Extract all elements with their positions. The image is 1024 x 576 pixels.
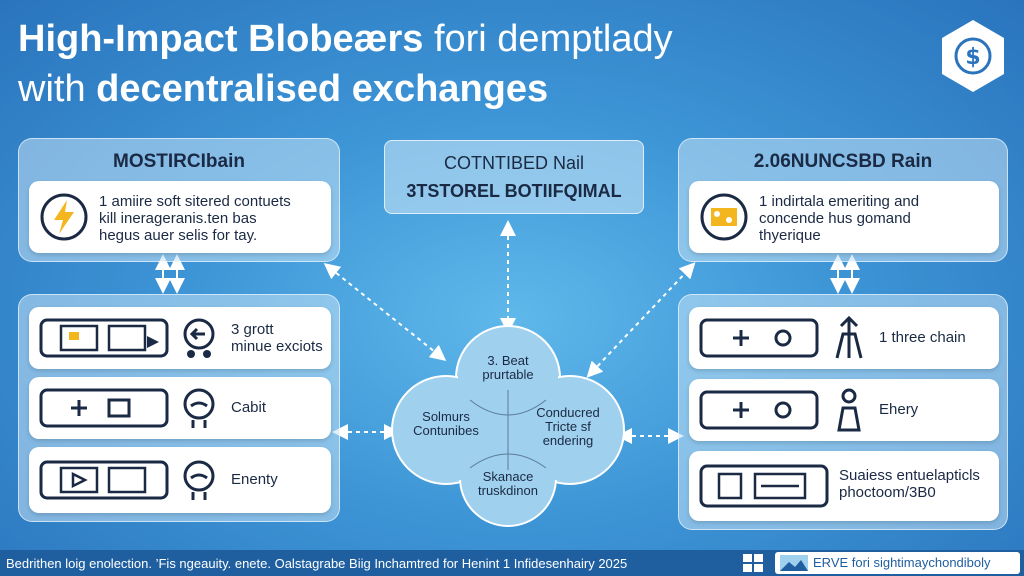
play-screen-icon: [39, 460, 169, 500]
lightning-icon: [40, 193, 88, 241]
landscape-icon: [780, 555, 808, 571]
left-row-3-label: Enenty: [231, 471, 278, 488]
center-box: COTNTIBED Nail 3TSTOREL BOTIIFQIMAL: [384, 140, 644, 214]
device-plus-icon: [39, 388, 169, 428]
right-row-1: 1 three chain: [689, 307, 999, 369]
cloud-top-label: 3. Beat prurtable: [482, 353, 534, 382]
right-row-2-label: Ehery: [879, 401, 919, 418]
footer-left-text: Bedrithen loig enolection. ’Fis ngeauity…: [6, 556, 628, 571]
right-row-3: Suaiess entuelapticls phoctoom/3B0: [689, 451, 999, 521]
cloud-right-label: Conducred Tricte sf endering: [536, 405, 600, 448]
left-panel-title: MOSTIRCIbain: [113, 151, 245, 172]
face-smile-icon: [183, 460, 215, 500]
logo-hexagon-icon: $: [942, 20, 1004, 92]
center-box-line1: COTNTIBED Nail: [443, 153, 584, 173]
left-bottom-panel: 3 grott minue exciots Cabit: [18, 294, 340, 522]
figure-icon: [837, 388, 861, 432]
coins-icon: [700, 193, 748, 241]
right-panel-title: 2.06NUNCSBD Rain: [753, 151, 933, 172]
device-plus-icon: [699, 318, 819, 358]
screen-panel-icon: [39, 318, 169, 358]
left-row-1: 3 grott minue exciots: [29, 307, 331, 369]
screen-doc-icon: [699, 464, 829, 508]
right-top-panel: 2.06NUNCSBD Rain 1 indirtala emeriting a…: [678, 138, 1008, 262]
left-row-2: Cabit: [29, 377, 331, 439]
title-light: fori demptlady: [433, 18, 673, 60]
cloud-left-label: Solmurs Contunibes: [413, 409, 479, 438]
right-bottom-panel: 1 three chain Ehery Suaiess entuelapticl…: [678, 294, 1008, 530]
left-card-text: 1 amiire soft sitered contuets kill iner…: [99, 193, 291, 244]
face-icon: [183, 388, 215, 428]
right-row-1-label: 1 three chain: [879, 329, 966, 346]
left-info-card: 1 amiire soft sitered contuets kill iner…: [29, 181, 331, 253]
left-top-panel: MOSTIRCIbain 1 amiire soft sitered contu…: [18, 138, 340, 262]
left-row-1-label: 3 grott minue exciots: [231, 321, 323, 355]
device-plus-icon: [699, 390, 819, 430]
right-info-card: 1 indirtala emeriting and concende hus g…: [689, 181, 999, 253]
arrow-circle-icon: [183, 318, 215, 358]
windows-icon: [743, 554, 763, 572]
subtitle-strong: decentralised exchanges: [96, 68, 549, 110]
title-strong: High-Impact Blobeærs: [18, 18, 424, 60]
left-row-2-label: Cabit: [231, 399, 267, 416]
footer-right-text: ERVE fori sightimaychondiboly: [813, 555, 991, 570]
center-box-line2: 3TSTOREL BOTIIFQIMAL: [406, 181, 622, 201]
footer-bar: Bedrithen loig enolection. ’Fis ngeauity…: [0, 550, 1024, 576]
right-card-text: 1 indirtala emeriting and concende hus g…: [759, 193, 920, 244]
cloud-bottom-label: Skanace truskdinon: [478, 469, 538, 498]
left-row-3: Enenty: [29, 447, 331, 513]
subtitle-light: with: [18, 68, 86, 110]
tower-icon: [835, 315, 863, 359]
page-title: High-Impact Blobeærs fori demptlady with…: [18, 14, 898, 114]
footer-right-badge: ERVE fori sightimaychondiboly: [775, 552, 1020, 574]
right-row-2: Ehery: [689, 379, 999, 441]
svg-text:$: $: [965, 45, 980, 70]
right-row-3-label: Suaiess entuelapticls phoctoom/3B0: [839, 467, 980, 501]
